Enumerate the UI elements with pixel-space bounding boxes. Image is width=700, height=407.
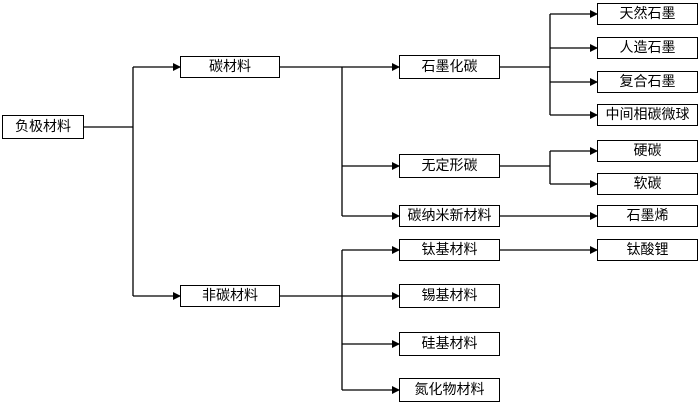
node-soft-carbon: 软碳 bbox=[597, 173, 698, 195]
node-artificial-graphite: 人造石墨 bbox=[597, 37, 698, 59]
connector-amorphous bbox=[500, 147, 598, 188]
node-lithium-titanate: 钛酸锂 bbox=[597, 239, 698, 261]
node-hard-carbon: 硬碳 bbox=[597, 140, 698, 162]
node-carbon: 碳材料 bbox=[180, 56, 280, 78]
node-noncarbon: 非碳材料 bbox=[180, 285, 280, 307]
node-graphene: 石墨烯 bbox=[597, 205, 698, 227]
node-amorphous: 无定形碳 bbox=[399, 154, 500, 178]
connector-graphite bbox=[500, 10, 598, 119]
connector-noncarbon bbox=[280, 246, 400, 394]
node-mcmb: 中间相碳微球 bbox=[597, 104, 698, 126]
node-tin: 锡基材料 bbox=[399, 284, 500, 308]
node-graphite: 石墨化碳 bbox=[399, 55, 500, 79]
connector-carbon bbox=[280, 63, 400, 220]
connector-root bbox=[84, 63, 181, 300]
node-root: 负极材料 bbox=[2, 115, 84, 139]
node-nitride: 氮化物材料 bbox=[399, 378, 500, 402]
node-natural-graphite: 天然石墨 bbox=[597, 3, 698, 25]
node-titanium: 钛基材料 bbox=[399, 239, 500, 261]
node-nanocarbon: 碳纳米新材料 bbox=[399, 205, 500, 227]
node-silicon: 硅基材料 bbox=[399, 332, 500, 356]
node-composite-graphite: 复合石墨 bbox=[597, 71, 698, 93]
